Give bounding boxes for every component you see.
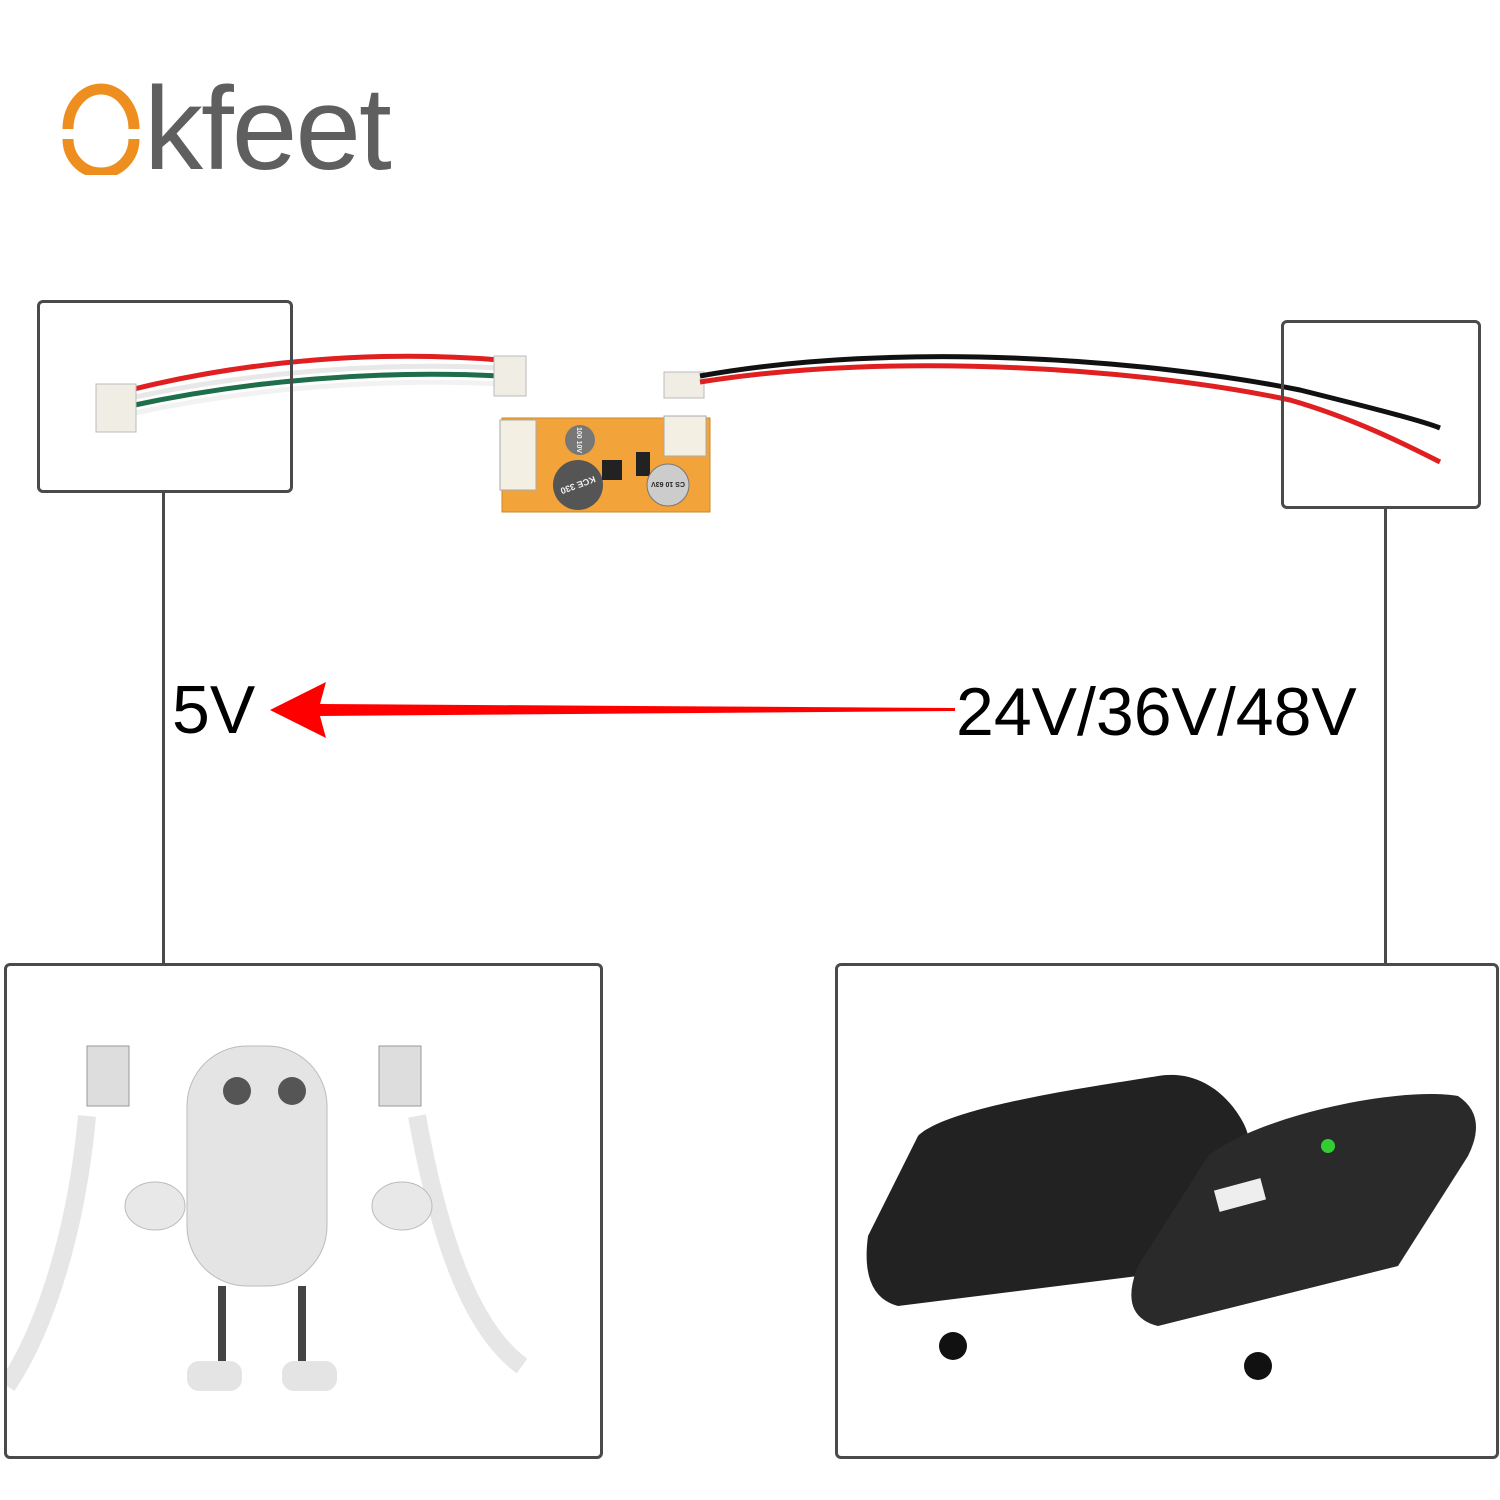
brand-logo: kfeet bbox=[62, 70, 392, 188]
input-wires-line bbox=[1384, 509, 1387, 965]
large-capacitor bbox=[646, 463, 690, 507]
small-capacitor bbox=[565, 425, 595, 455]
input-wires-frame bbox=[1281, 320, 1481, 509]
usb-plug-icon bbox=[378, 1045, 422, 1107]
converter-photo: 100 10V KCE 330 CS 10 63V bbox=[95, 353, 1442, 513]
output-voltage-label: 5V bbox=[172, 672, 256, 748]
input-cable bbox=[699, 354, 1442, 465]
pcb-label-large-capacitor: CS 10 63V bbox=[651, 480, 685, 487]
inductor bbox=[553, 460, 603, 510]
logo-o-icon bbox=[62, 76, 140, 179]
input-voltage-label: 24V/36V/48V bbox=[956, 674, 1357, 750]
output-cable bbox=[129, 353, 501, 417]
pcb-input-plug bbox=[663, 371, 705, 399]
usb-robot-image bbox=[7, 1045, 528, 1391]
ebike-battery-image bbox=[866, 1074, 1476, 1380]
battery-frame bbox=[835, 963, 1499, 1459]
pcb-label-small-capacitor: 100 10V bbox=[575, 427, 582, 453]
voltage-arrow bbox=[270, 682, 955, 738]
output-connector-frame bbox=[37, 300, 293, 493]
pcb-output-plug bbox=[493, 355, 527, 397]
usb-device-frame bbox=[4, 963, 603, 1459]
output-connector bbox=[95, 383, 137, 433]
output-connector-line bbox=[162, 493, 165, 965]
logo-text: kfeet bbox=[144, 63, 392, 195]
usb-plug-icon bbox=[86, 1045, 130, 1107]
pcb-board: 100 10V KCE 330 CS 10 63V bbox=[499, 415, 711, 513]
